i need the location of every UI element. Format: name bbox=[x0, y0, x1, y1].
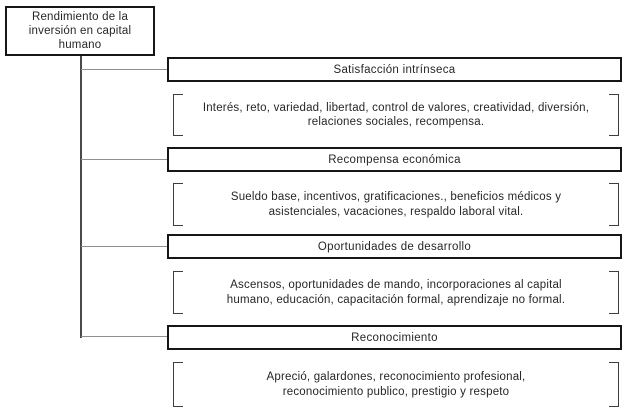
items-text: Apreció, galardones, reconocimiento prof… bbox=[266, 371, 526, 398]
branch-node-label: Satisfacción intrínseca bbox=[333, 63, 456, 76]
right-bracket-icon bbox=[609, 271, 619, 314]
items-bracket-group: Ascensos, oportunidades de mando, incorp… bbox=[173, 271, 619, 314]
right-bracket-icon bbox=[609, 362, 619, 407]
items-text: Ascensos, oportunidades de mando, incorp… bbox=[226, 279, 566, 306]
branch-node-recompensa-economica: Recompensa económica bbox=[167, 147, 622, 172]
left-bracket-icon bbox=[173, 362, 183, 407]
branch-connector-line bbox=[81, 69, 167, 70]
branch-node-label: Reconocimiento bbox=[351, 331, 438, 344]
items-text: Interés, reto, variedad, libertad, contr… bbox=[202, 101, 590, 129]
right-bracket-icon bbox=[609, 183, 619, 226]
left-bracket-icon bbox=[173, 94, 183, 136]
right-bracket-icon bbox=[609, 94, 619, 136]
branch-connector-line bbox=[81, 246, 167, 247]
branch-node-label: Recompensa económica bbox=[328, 153, 461, 166]
trunk-connector-line bbox=[80, 56, 82, 338]
branch-connector-line bbox=[81, 159, 167, 160]
branch-connector-line bbox=[81, 336, 167, 337]
root-node-title: Rendimiento de la inversión en capital h… bbox=[28, 11, 132, 51]
items-bracket-group: Sueldo base, incentivos, gratificaciones… bbox=[173, 183, 619, 226]
branch-node-reconocimiento: Reconocimiento bbox=[167, 325, 622, 350]
left-bracket-icon bbox=[173, 183, 183, 226]
branch-node-satisfaccion-intrinseca: Satisfacción intrínseca bbox=[167, 57, 622, 82]
items-bracket-group: Interés, reto, variedad, libertad, contr… bbox=[173, 94, 619, 136]
items-bracket-group: Apreció, galardones, reconocimiento prof… bbox=[173, 362, 619, 407]
branch-node-oportunidades-desarrollo: Oportunidades de desarrollo bbox=[167, 234, 622, 259]
items-text: Sueldo base, incentivos, gratificaciones… bbox=[230, 191, 562, 218]
root-node: Rendimiento de la inversión en capital h… bbox=[5, 6, 155, 56]
left-bracket-icon bbox=[173, 271, 183, 314]
branch-node-label: Oportunidades de desarrollo bbox=[317, 240, 472, 253]
